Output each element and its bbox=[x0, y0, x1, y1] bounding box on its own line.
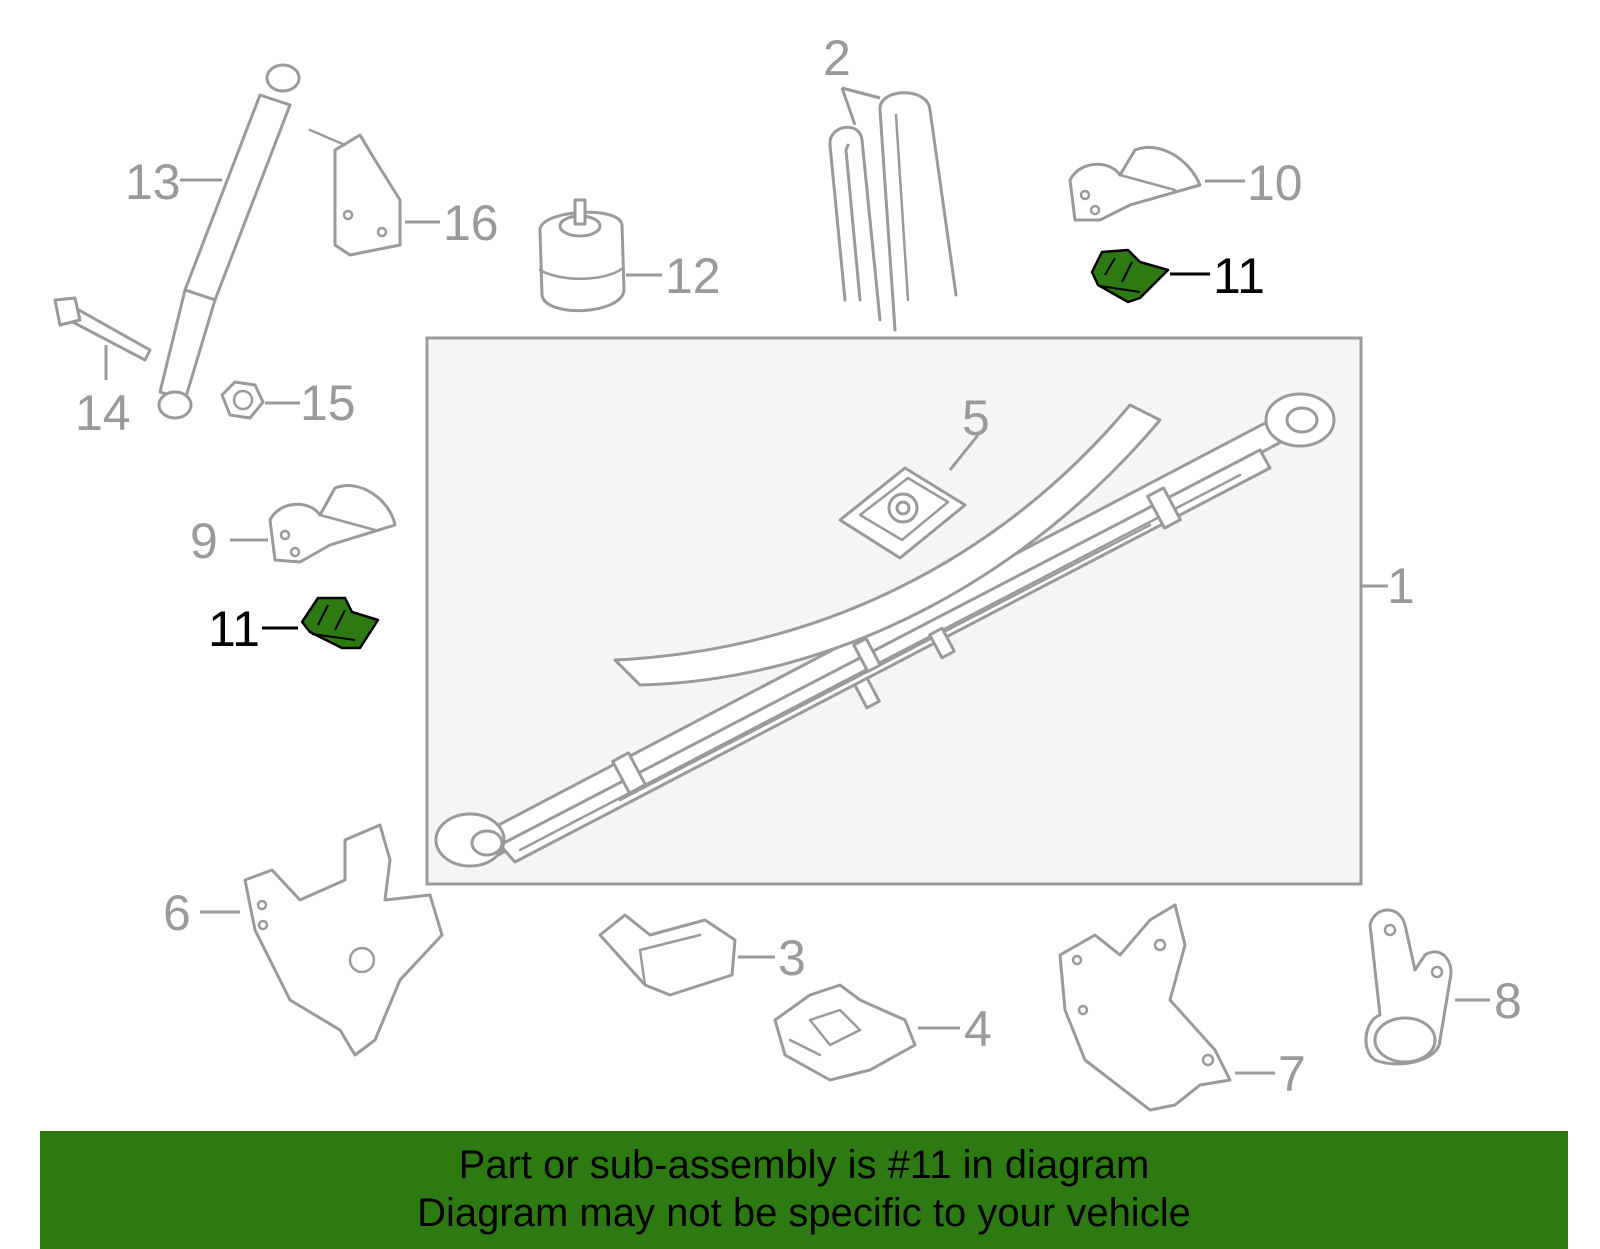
callout-9[interactable]: 9 bbox=[190, 513, 218, 569]
shock-absorber-part-13[interactable] bbox=[157, 63, 301, 420]
nut-part-15[interactable] bbox=[220, 380, 300, 420]
spring-seat-part-4[interactable] bbox=[773, 983, 960, 1082]
parts-diagram: 1 2 3 4 5 6 7 8 9 10 11 11 12 13 14 15 1… bbox=[53, 30, 1522, 1112]
callout-15[interactable]: 15 bbox=[300, 375, 356, 431]
bump-stop-part-12[interactable] bbox=[538, 198, 662, 312]
callout-10[interactable]: 10 bbox=[1247, 155, 1303, 211]
spring-plate-part-5[interactable] bbox=[838, 434, 980, 560]
bracket-part-9[interactable] bbox=[230, 484, 397, 564]
callout-14[interactable]: 14 bbox=[75, 385, 131, 441]
hanger-bracket-part-6[interactable] bbox=[200, 823, 444, 1057]
leaf-spring-assembly[interactable] bbox=[425, 336, 1363, 886]
callout-2[interactable]: 2 bbox=[823, 30, 851, 86]
highlighted-part-11-upper[interactable] bbox=[1090, 248, 1210, 304]
callout-7[interactable]: 7 bbox=[1278, 1046, 1306, 1102]
shock-bracket-part-16[interactable] bbox=[308, 128, 440, 257]
banner-line-part-number: Part or sub-assembly is #11 in diagram bbox=[458, 1143, 1150, 1187]
info-banner: Part or sub-assembly is #11 in diagram D… bbox=[40, 1131, 1568, 1249]
banner-line-disclaimer: Diagram may not be specific to your vehi… bbox=[417, 1191, 1191, 1235]
u-bolts-part-2[interactable] bbox=[828, 86, 958, 332]
callout-11-upper[interactable]: 11 bbox=[1213, 248, 1265, 304]
bolt-part-14[interactable] bbox=[53, 296, 152, 380]
callout-13[interactable]: 13 bbox=[125, 154, 181, 210]
callout-4[interactable]: 4 bbox=[964, 1001, 992, 1057]
highlighted-part-11-lower[interactable] bbox=[262, 596, 380, 650]
callout-16[interactable]: 16 bbox=[443, 195, 499, 251]
callout-12[interactable]: 12 bbox=[665, 248, 721, 304]
callout-1[interactable]: 1 bbox=[1387, 558, 1415, 614]
shackle-part-8[interactable] bbox=[1364, 908, 1490, 1066]
callout-11-lower[interactable]: 11 bbox=[208, 601, 260, 657]
insulator-part-3[interactable] bbox=[598, 913, 775, 997]
bracket-part-10[interactable] bbox=[1068, 145, 1245, 222]
callout-6[interactable]: 6 bbox=[163, 885, 191, 941]
callout-5[interactable]: 5 bbox=[962, 390, 990, 446]
callout-3[interactable]: 3 bbox=[778, 930, 806, 986]
rear-hanger-part-7[interactable] bbox=[1058, 903, 1275, 1112]
callout-8[interactable]: 8 bbox=[1494, 973, 1522, 1029]
